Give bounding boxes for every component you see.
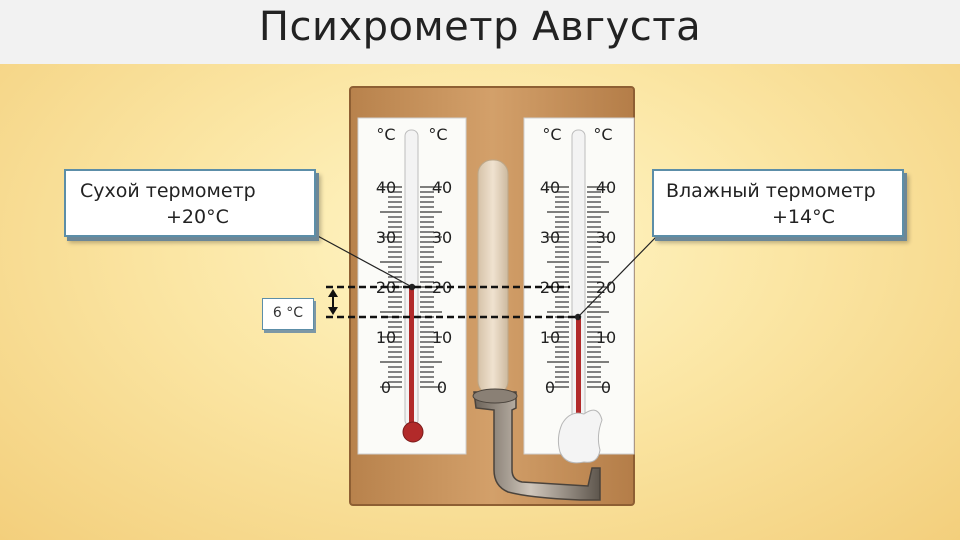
dry-thermometer-label: Сухой термометр [80, 180, 256, 202]
scale-number: 30 [596, 228, 616, 247]
wet-leader-line [577, 236, 657, 318]
unit-label: °C [542, 125, 561, 144]
scale-number: 40 [376, 178, 396, 197]
dry-leader-line [313, 233, 413, 288]
scale-number: 30 [540, 228, 560, 247]
wet-thermometer-label: Влажный термометр [666, 180, 876, 202]
page-title: Психрометр Августа [258, 4, 702, 50]
dry-bulb [402, 421, 424, 443]
scale-number: 40 [596, 178, 616, 197]
scale-number: 40 [540, 178, 560, 197]
dry-mercury-column [409, 287, 414, 430]
scale-number: 0 [437, 378, 447, 397]
arrow-head-down [328, 307, 338, 315]
scale-number: 30 [376, 228, 396, 247]
reservoir-rim [472, 388, 518, 404]
unit-label: °C [428, 125, 447, 144]
water-reservoir-pipe [473, 391, 601, 501]
dry-thermometer-value: +20°C [166, 206, 229, 228]
scale-number: 0 [545, 378, 555, 397]
scale-number: 10 [432, 328, 452, 347]
temperature-difference-box: 6 °C [262, 298, 314, 330]
scale-number: 0 [601, 378, 611, 397]
title-band [0, 0, 960, 64]
water-tube [477, 159, 509, 396]
scale-number: 0 [381, 378, 391, 397]
arrow-head-up [328, 289, 338, 297]
scale-number: 10 [376, 328, 396, 347]
dry-thermometer-callout: Сухой термометр +20°C [64, 169, 316, 237]
scale-number: 30 [432, 228, 452, 247]
wet-thermometer-callout: Влажный термометр +14°C [652, 169, 904, 237]
wet-mercury-column [576, 317, 581, 425]
scale-number: 10 [596, 328, 616, 347]
unit-label: °C [376, 125, 395, 144]
scale-number: 10 [540, 328, 560, 347]
wet-thermometer-value: +14°C [772, 206, 835, 228]
scale-number: 40 [432, 178, 452, 197]
wet-cloth-wick [557, 409, 603, 464]
unit-label: °C [593, 125, 612, 144]
